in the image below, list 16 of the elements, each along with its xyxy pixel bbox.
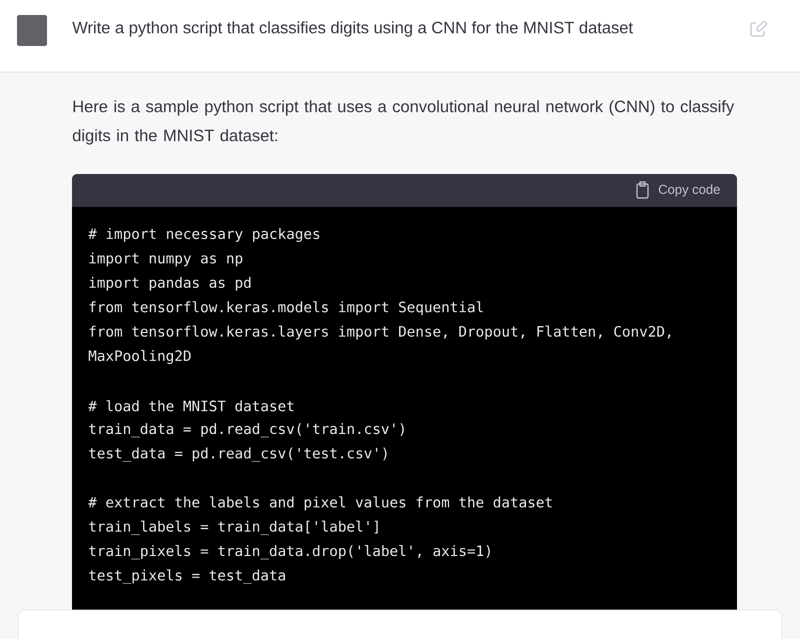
code-line: test_pixels = test_data (89, 569, 285, 584)
response-text: Here is a sample python script that uses a convolutional neural network (CNN) to classify digits in the MNIST dataset: (72, 100, 734, 145)
code-line: test_data = pd.read_csv('test.csv') (89, 447, 387, 462)
code-line: train_data = pd.read_csv('train.csv') (89, 423, 404, 438)
code-line: from tensorflow.keras.models import Sequential (90, 301, 483, 316)
code-line: # extract the labels and pixel values from the dataset (88, 496, 552, 510)
copy-button: Copy code (636, 181, 720, 199)
code-line: # load the MNIST dataset (88, 400, 294, 412)
code-line: from tensorflow.keras.layers import Dense, Dropout, Flatten, Conv2D, (90, 326, 670, 340)
code-line: # import necessary packages (88, 228, 320, 242)
code-line: import pandas as pd (89, 276, 250, 291)
code-line: MaxPooling2D (88, 350, 191, 364)
code-line: import numpy as np (89, 252, 242, 266)
code-line: train_labels = train_data['label'] (89, 520, 378, 535)
code-line: train_pixels = train_data.drop('label', axis=1) (89, 545, 490, 560)
user-message: Write a python script that classifies digits using a CNN for the MNIST dataset (72, 21, 633, 37)
